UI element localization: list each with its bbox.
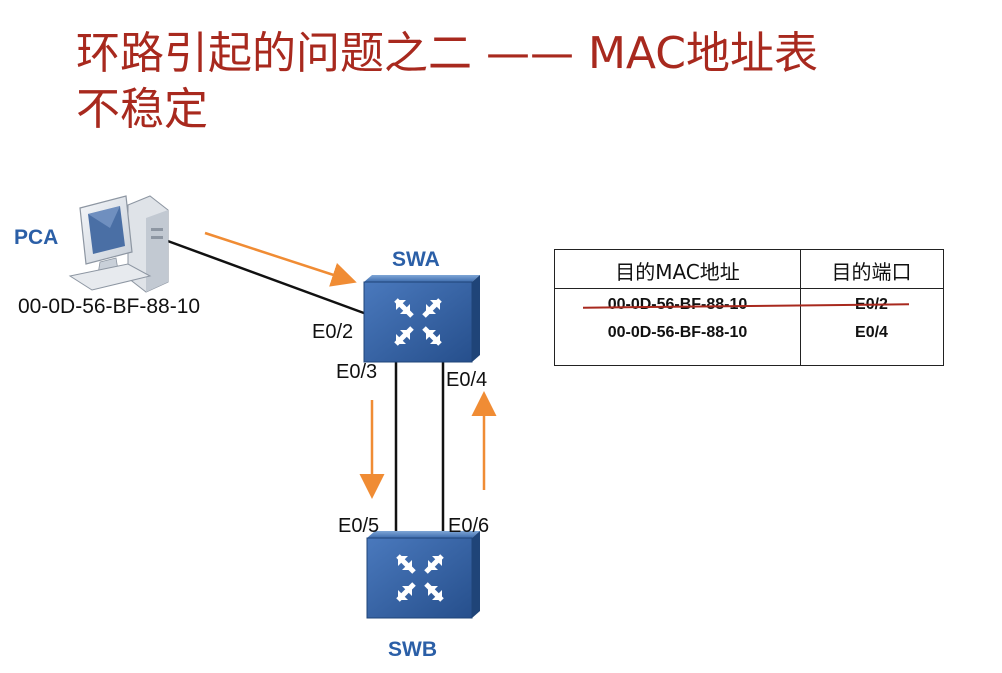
port-swb-e06: E0/6 (448, 515, 489, 537)
pca-computer-icon (68, 195, 169, 293)
pca-label: PCA (14, 226, 58, 249)
row-2-port: E0/4 (855, 324, 888, 341)
pca-mac-label: 00-0D-56-BF-88-10 (18, 295, 200, 318)
swb-switch-icon (366, 531, 480, 619)
header-dest-mac: 目的MAC地址 (615, 260, 740, 284)
title-line-2: 不稳定 (76, 84, 208, 135)
row-2-mac: 00-0D-56-BF-88-10 (607, 324, 748, 341)
swa-label: SWA (392, 248, 440, 271)
mac-address-table: 目的MAC地址 目的端口 00-0D-56-BF-88-10 E0/2 00-0… (554, 249, 944, 366)
table-column-divider (800, 250, 801, 365)
port-swa-e04: E0/4 (446, 369, 487, 391)
title-line-1: 环路引起的问题之二 —— MAC地址表 (76, 28, 818, 79)
port-swa-e03: E0/3 (336, 361, 377, 383)
header-dest-port: 目的端口 (831, 260, 912, 284)
swa-switch-icon (363, 275, 480, 363)
port-swa-e02: E0/2 (312, 321, 353, 343)
row-1-port: E0/2 (855, 296, 888, 313)
port-swb-e05: E0/5 (338, 515, 379, 537)
table-header-divider (555, 288, 943, 289)
slide-title: 环路引起的问题之二 —— MAC地址表 不稳定 (76, 26, 976, 138)
arrow-pca-to-swa (204, 231, 357, 287)
swb-label: SWB (388, 638, 437, 661)
link-pca-swa (164, 238, 373, 318)
row-1-mac: 00-0D-56-BF-88-10 (607, 296, 748, 313)
